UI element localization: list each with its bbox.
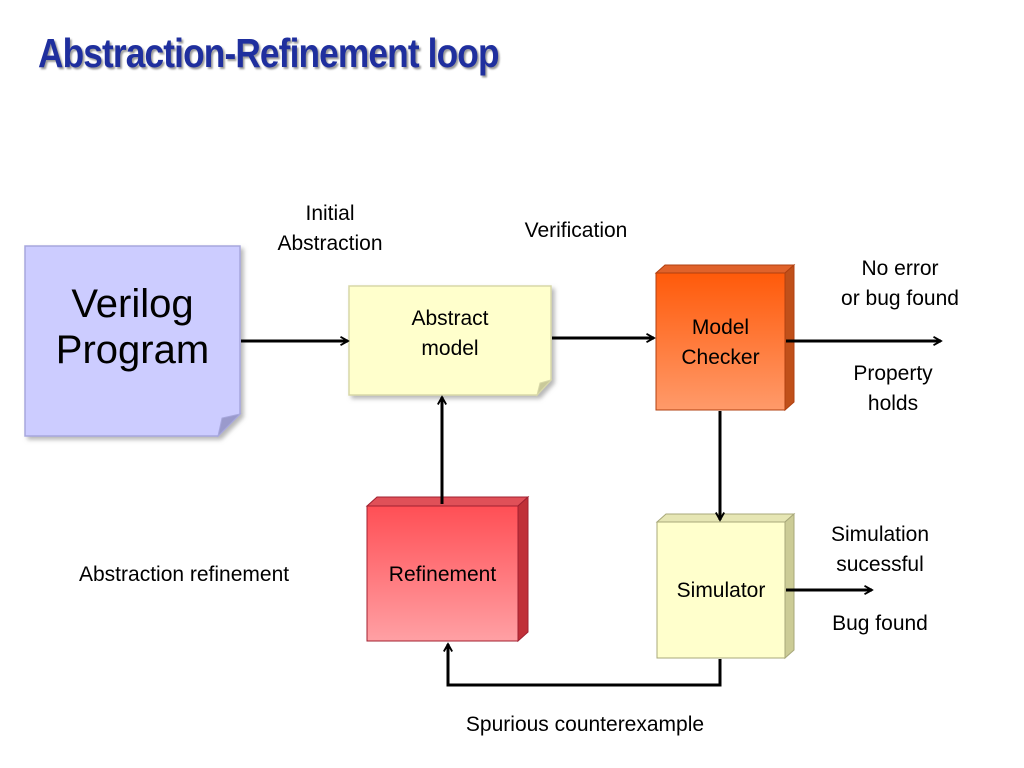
simulator-label: Simulator: [676, 579, 766, 602]
slide-title: Abstraction-Refinement loop: [38, 30, 500, 76]
model-checker-label: Model Checker: [681, 316, 760, 369]
abstraction-refinement-label: Abstraction refinement: [79, 563, 290, 586]
verilog-program-node: [24, 245, 242, 438]
property-holds-label: Property holds: [853, 362, 933, 415]
no-error-label: No error or bug found: [841, 257, 959, 310]
refinement-node: [365, 495, 530, 643]
abstract-model-node: [348, 285, 553, 397]
verification-label: Verification: [524, 219, 628, 242]
simulator-node: [655, 512, 796, 660]
verilog-program-label: Verilog Program: [55, 282, 210, 372]
refinement-label: Refinement: [388, 563, 497, 586]
spurious-counterexample-label: Spurious counterexample: [465, 713, 705, 736]
model-checker-node: [654, 263, 796, 412]
edge-spurious-counterexample: [448, 644, 722, 687]
initial-abstraction-label: Initial Abstraction: [277, 202, 383, 255]
bug-found-label: Bug found: [832, 612, 928, 635]
simulation-successful-label: Simulation sucessful: [830, 523, 930, 576]
abstract-model-label: Abstract model: [411, 307, 489, 360]
